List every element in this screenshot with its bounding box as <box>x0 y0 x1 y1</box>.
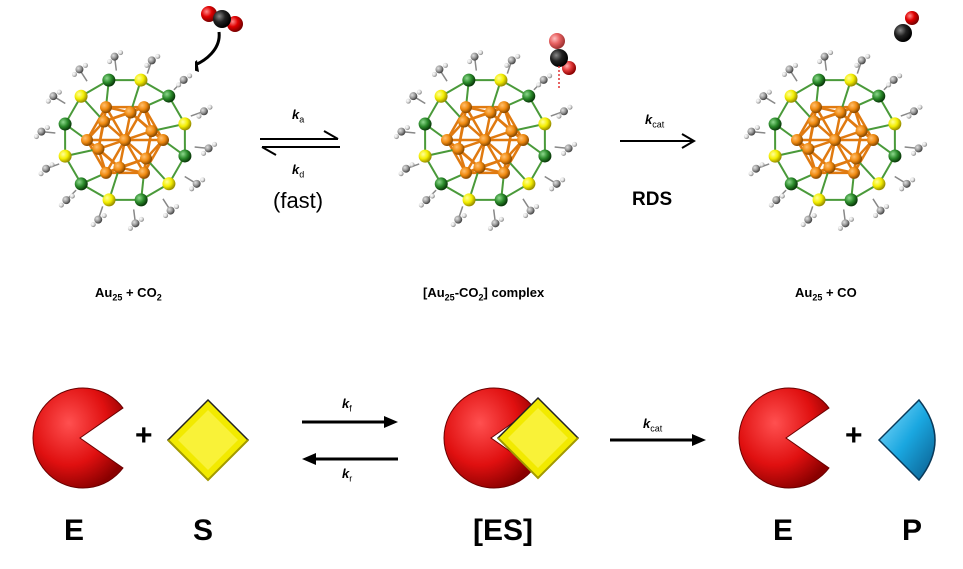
label-es: [ES] <box>473 514 533 547</box>
substrate-s <box>166 398 250 482</box>
au25-cluster-left <box>33 50 218 231</box>
caption-au25-co2: Au25 + CO2 <box>95 285 162 303</box>
enzyme-substrate-complex <box>443 387 580 489</box>
label-e-left: E <box>64 514 85 547</box>
equilibrium-arrows-top <box>260 130 340 156</box>
caption-au25-co: Au25 + CO <box>795 285 857 303</box>
plus-sign-2: + <box>845 419 863 452</box>
rate-constant-kr: kr <box>342 466 353 484</box>
rate-constant-kd: kd <box>292 162 305 180</box>
co-molecule-released <box>894 11 919 42</box>
au25-cluster-right <box>743 50 928 231</box>
rds-label: RDS <box>632 189 673 210</box>
kr-arrow <box>302 453 398 465</box>
label-e-right: E <box>773 514 794 547</box>
caption-au25-co2-complex: [Au25-CO2] complex <box>423 285 545 303</box>
kcat-arrow-bottom <box>610 434 706 446</box>
rate-constant-kcat-top: kcat <box>645 112 665 130</box>
kcat-arrow-top <box>620 133 696 149</box>
rate-constant-kf: kf <box>342 396 352 414</box>
label-s: S <box>193 514 214 547</box>
enzyme-e-right <box>738 387 830 489</box>
au25-co2-cluster-middle <box>393 50 578 231</box>
rate-constant-kcat-bottom: kcat <box>643 416 663 434</box>
product-p <box>877 398 936 482</box>
label-p: P <box>902 514 923 547</box>
enzyme-e-left <box>32 387 124 489</box>
rate-constant-ka: ka <box>292 107 305 125</box>
co2-molecule-incoming <box>195 6 243 72</box>
kf-arrow <box>302 416 398 428</box>
plus-sign-1: + <box>135 419 153 452</box>
fast-label: (fast) <box>273 188 324 213</box>
co2-bound <box>549 33 576 90</box>
